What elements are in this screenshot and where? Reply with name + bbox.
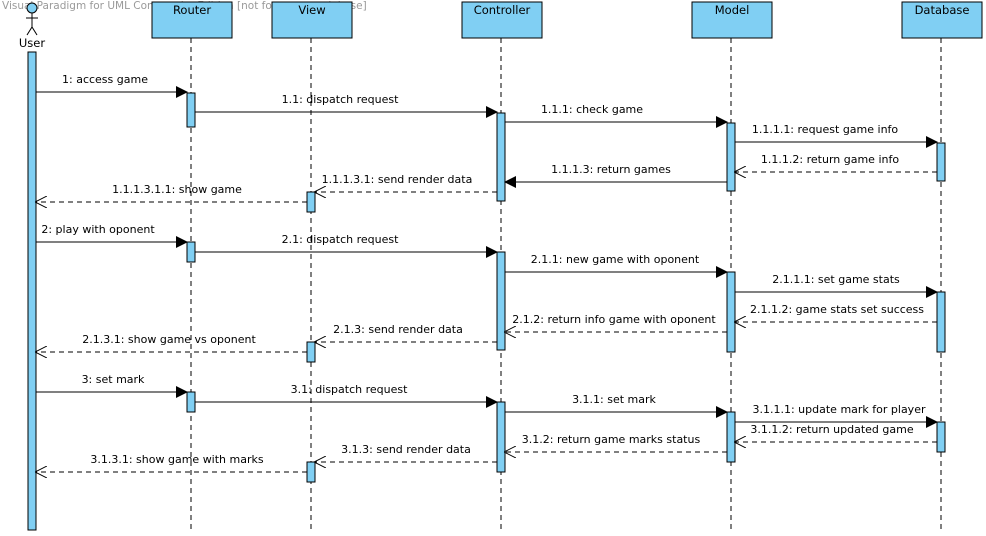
view-head-box (271, 1, 353, 39)
message-6: 1.1.1.3: return games (504, 163, 727, 188)
message-22: 3.1.2: return game marks status (505, 433, 727, 452)
participant-model: Model (691, 1, 773, 39)
activation-bar-controller (496, 401, 506, 473)
message-label: 3.1.3.1: show game with marks (90, 453, 263, 466)
message-label: 2.1.1.2: game stats set success (750, 303, 924, 316)
message-label: 1.1.1.3: return games (551, 163, 671, 176)
message-4: 1.1.1.1: request game info (735, 123, 938, 148)
database-head-box (901, 1, 983, 39)
actor-left-leg (26, 26, 33, 36)
message-label: 3.1: dispatch request (291, 383, 409, 396)
message-label: 1.1.1.3.1.1: show game (112, 183, 242, 196)
message-label: 2.1.3: send render data (333, 323, 463, 336)
database-label: Database (915, 3, 970, 17)
activation-bar-user (27, 51, 37, 531)
activation-bar-model (726, 411, 736, 463)
message-20: 3.1.1.1: update mark for player (735, 403, 938, 428)
actor-head (26, 2, 38, 14)
activation-bar-controller (496, 112, 506, 202)
participant-router: Router (151, 1, 233, 39)
message-24: 3.1.3.1: show game with marks (36, 453, 307, 472)
message-8: 1.1.1.3.1.1: show game (36, 183, 307, 202)
message-label: 2.1.2: return info game with oponent (512, 313, 716, 326)
controller-label: Controller (474, 3, 531, 17)
activation-bar-database (936, 421, 946, 453)
message-2: 1.1: dispatch request (195, 93, 498, 118)
participant-view: View (271, 1, 353, 39)
message-label: 3.1.1: set mark (572, 393, 656, 406)
actor-user: User (19, 2, 45, 50)
activation-bar-controller (496, 251, 506, 351)
message-3: 1.1.1: check game (505, 103, 728, 128)
message-1: 1: access game (36, 73, 188, 98)
activation-bar-view (306, 191, 316, 213)
message-18: 3.1: dispatch request (195, 383, 498, 408)
message-label: 3.1.2: return game marks status (522, 433, 701, 446)
message-label: 1.1.1.2: return game info (761, 153, 899, 166)
message-label: 2.1: dispatch request (282, 233, 400, 246)
message-16: 2.1.3.1: show game vs oponent (36, 333, 307, 352)
activation-bar-view (306, 461, 316, 483)
message-9: 2: play with oponent (36, 223, 188, 248)
model-label: Model (715, 3, 750, 17)
message-12: 2.1.1.1: set game stats (735, 273, 938, 298)
message-13: 2.1.1.2: game stats set success (735, 303, 937, 322)
message-label: 2.1.3.1: show game vs oponent (82, 333, 256, 346)
message-10: 2.1: dispatch request (195, 233, 498, 258)
message-14: 2.1.2: return info game with oponent (505, 313, 727, 332)
message-label: 2.1.1.1: set game stats (772, 273, 900, 286)
message-15: 2.1.3: send render data (315, 323, 497, 342)
participant-controller: Controller (461, 1, 543, 39)
activation-bar-database (936, 291, 946, 353)
activation-bar-database (936, 142, 946, 182)
message-label: 1.1: dispatch request (282, 93, 400, 106)
message-label: 3: set mark (82, 373, 145, 386)
message-label: 1: access game (62, 73, 148, 86)
activation-bar-model (726, 122, 736, 192)
participant-database: Database (901, 1, 983, 39)
router-head-box (151, 1, 233, 39)
activation-bar-router (186, 92, 196, 128)
actor-label: User (19, 36, 45, 50)
model-head-box (691, 1, 773, 39)
controller-head-box (461, 1, 543, 39)
activation-bar-router (186, 241, 196, 263)
message-label: 2.1.1: new game with oponent (531, 253, 700, 266)
message-label: 3.1.1.1: update mark for player (753, 403, 926, 416)
message-11: 2.1.1: new game with oponent (505, 253, 728, 278)
message-19: 3.1.1: set mark (505, 393, 728, 418)
message-7: 1.1.1.3.1: send render data (315, 173, 497, 192)
message-21: 3.1.1.2: return updated game (735, 423, 937, 442)
message-label: 3.1.3: send render data (341, 443, 471, 456)
message-label: 1.1.1: check game (541, 103, 643, 116)
activation-bar-router (186, 391, 196, 413)
message-label: 3.1.1.2: return updated game (750, 423, 913, 436)
view-label: View (298, 3, 325, 17)
actor-right-leg (31, 26, 38, 36)
message-5: 1.1.1.2: return game info (735, 153, 937, 172)
message-label: 2: play with oponent (41, 223, 155, 236)
message-17: 3: set mark (36, 373, 188, 398)
activation-bar-view (306, 341, 316, 363)
message-label: 1.1.1.3.1: send render data (322, 173, 473, 186)
message-23: 3.1.3: send render data (315, 443, 497, 462)
router-label: Router (173, 3, 211, 17)
message-label: 1.1.1.1: request game info (752, 123, 899, 136)
activation-bar-model (726, 271, 736, 353)
